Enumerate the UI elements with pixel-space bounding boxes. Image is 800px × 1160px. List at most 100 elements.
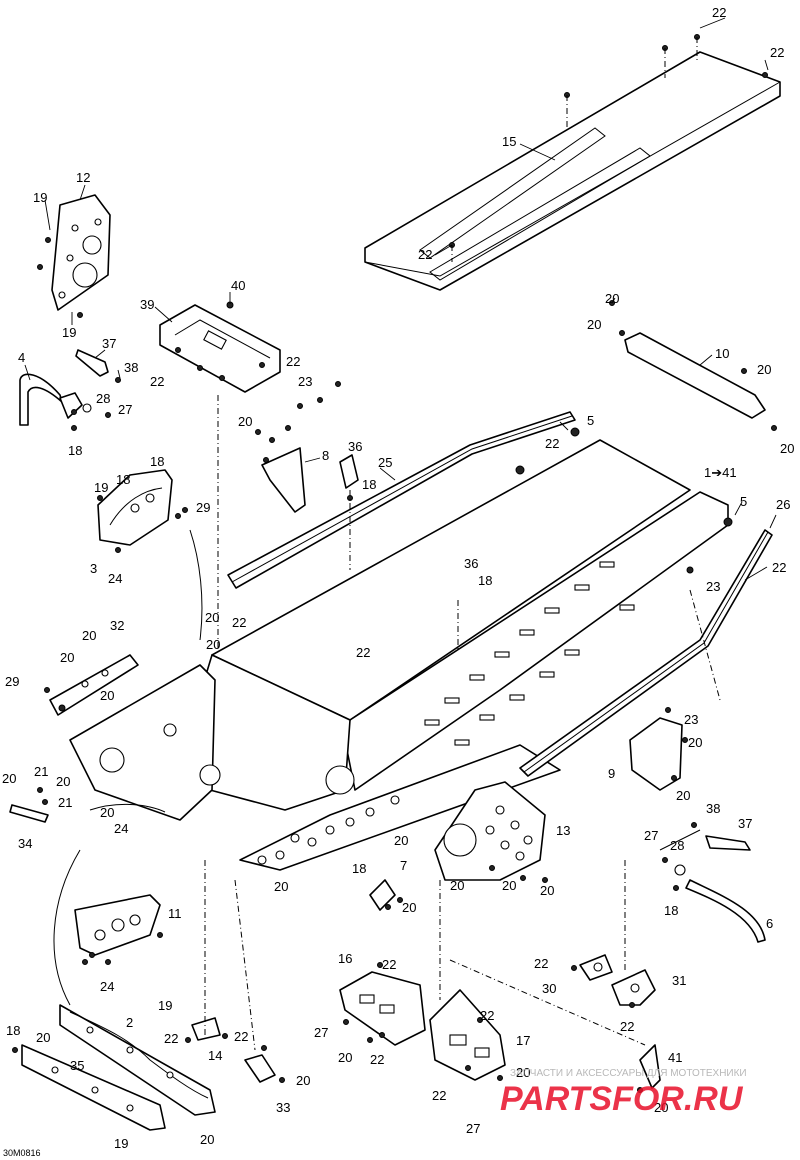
callout-c105: 27	[466, 1121, 480, 1136]
callout-c22: 27	[118, 402, 132, 417]
callout-c13: 20	[757, 362, 771, 377]
callout-c8: 40	[231, 278, 245, 293]
callout-c78: 24	[100, 979, 114, 994]
callout-c103: 22	[432, 1088, 446, 1103]
callout-c98: 20	[516, 1065, 530, 1080]
callout-c18: 22	[286, 354, 300, 369]
callout-c38: 24	[108, 571, 122, 586]
part-16-footrest-bracket	[339, 962, 426, 1046]
callout-c89: 20	[36, 1030, 50, 1045]
part-9-bracket	[629, 707, 688, 791]
callout-c31: 18	[116, 472, 130, 487]
callout-c44: 22	[232, 615, 246, 630]
callout-c57: 20	[56, 774, 70, 789]
assembly-lines	[53, 395, 721, 1051]
callout-c9: 39	[140, 297, 154, 312]
callout-c24: 20	[238, 414, 252, 429]
part-39-cross-bracket	[159, 301, 281, 393]
watermark-tagline: ЗАПЧАСТИ И АКСЕССУАРЫ ДЛЯ МОТОТЕХНИКИ	[510, 1068, 747, 1079]
callout-c85: 22	[620, 1019, 634, 1034]
part-12-bracket	[37, 194, 111, 318]
reference-note: 1➔41	[704, 465, 737, 480]
callout-c15: 4	[18, 350, 25, 365]
callout-c73: 20	[274, 879, 288, 894]
callout-c28: 8	[322, 448, 329, 463]
callout-c5: 12	[76, 170, 90, 185]
callout-c4: 22	[418, 247, 432, 262]
callout-c74: 20	[450, 878, 464, 893]
leader-lines	[24, 17, 777, 581]
part-25-rail-left	[227, 411, 580, 589]
callout-c50: 20	[60, 650, 74, 665]
callout-c96: 22	[480, 1008, 494, 1023]
callout-c34: 29	[196, 500, 210, 515]
callout-c92: 14	[208, 1048, 222, 1063]
callout-c81: 22	[382, 957, 396, 972]
callout-c54: 20	[688, 735, 702, 750]
callout-c107: 20	[200, 1132, 214, 1147]
callout-c19: 22	[150, 374, 164, 389]
callout-c42: 23	[706, 579, 720, 594]
callout-c70: 18	[352, 861, 366, 876]
watermark-brand: PARTSFOR.RU	[500, 1080, 744, 1118]
part-10-support-plate	[609, 300, 777, 431]
callout-c25: 5	[587, 413, 594, 428]
callout-c102: 33	[276, 1100, 290, 1115]
callout-c88: 18	[6, 1023, 20, 1038]
callout-c90: 22	[164, 1031, 178, 1046]
callout-c62: 20	[676, 788, 690, 803]
callout-c37: 3	[90, 561, 97, 576]
callout-c1: 22	[712, 5, 726, 20]
callout-c58: 21	[58, 795, 72, 810]
callout-c56: 20	[2, 771, 16, 786]
callout-c84: 31	[672, 973, 686, 988]
callout-c10: 20	[605, 291, 619, 306]
part-31-bracket	[611, 969, 656, 1008]
callout-c14: 20	[780, 441, 794, 456]
callout-c76: 20	[502, 878, 516, 893]
footrest-slots	[424, 561, 635, 746]
part-30-bracket	[571, 954, 613, 981]
callout-c79: 6	[766, 916, 773, 931]
part-41-bracket	[637, 1044, 661, 1093]
callout-c27: 36	[348, 439, 362, 454]
callout-c66: 27	[644, 828, 658, 843]
callout-c67: 28	[670, 838, 684, 853]
callout-c106: 19	[114, 1136, 128, 1151]
callout-c60: 24	[114, 821, 128, 836]
part-8-bracket	[255, 381, 359, 513]
callout-c33: 19	[94, 480, 108, 495]
callout-c21: 28	[96, 391, 110, 406]
callout-c71: 20	[394, 833, 408, 848]
callout-c49: 29	[5, 674, 19, 689]
part-2-lower-bracket	[59, 1004, 216, 1116]
callout-c47: 22	[356, 645, 370, 660]
callout-c77: 20	[540, 883, 554, 898]
callout-c64: 38	[706, 801, 720, 816]
callout-c7: 19	[62, 325, 76, 340]
callout-c20: 23	[298, 374, 312, 389]
main-chassis-tunnel	[69, 439, 733, 871]
callout-c55: 21	[34, 764, 48, 779]
callout-c53: 9	[608, 766, 615, 781]
callout-c35: 5	[740, 494, 747, 509]
callout-c26: 22	[545, 436, 559, 451]
callout-c12: 10	[715, 346, 729, 361]
part-33-bracket	[244, 1045, 285, 1083]
part-34-clip	[9, 787, 49, 823]
part-11-bracket	[74, 894, 163, 965]
callout-c52: 20	[100, 688, 114, 703]
callout-c87: 2	[126, 1015, 133, 1030]
callout-c75: 11	[168, 906, 182, 921]
callout-c93: 27	[314, 1025, 328, 1040]
callout-c40: 18	[478, 573, 492, 588]
part-14-bracket	[185, 1017, 228, 1043]
callout-c101: 20	[296, 1073, 310, 1088]
callout-c46: 32	[110, 618, 124, 633]
part-6-handle-right	[662, 822, 766, 943]
callout-c95: 22	[370, 1052, 384, 1067]
callout-c48: 20	[82, 628, 96, 643]
callout-c59: 20	[100, 805, 114, 820]
